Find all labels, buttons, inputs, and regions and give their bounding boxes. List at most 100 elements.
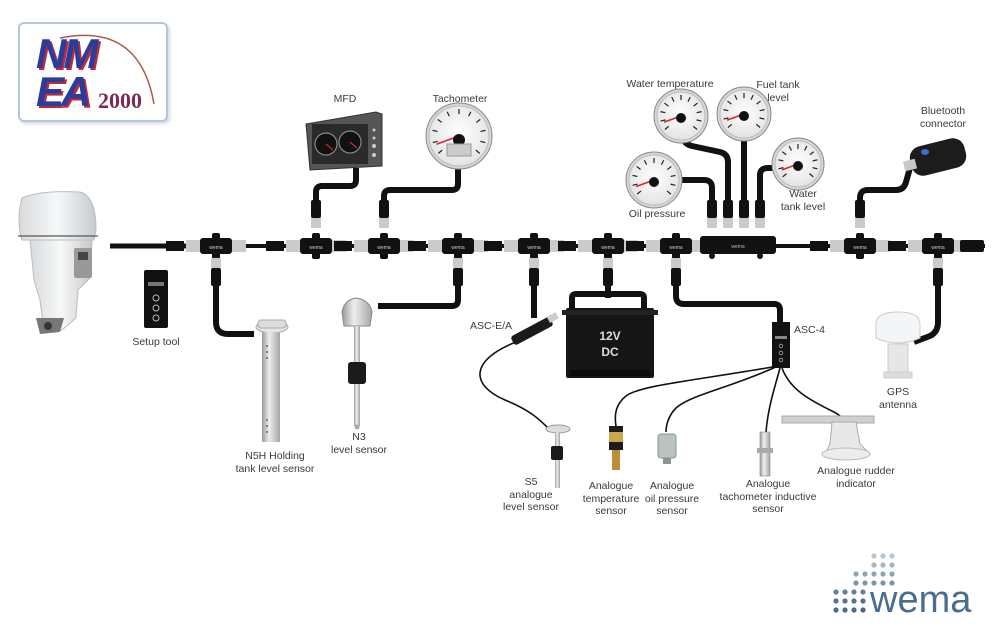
wema-logo-dots [833, 553, 895, 613]
fuel-tank-gauge [716, 86, 772, 142]
label-s5-sensor: S5 analogue level sensor [502, 476, 560, 513]
wema-dot [889, 553, 895, 559]
battery-device [562, 291, 658, 378]
wema-dot [889, 562, 895, 568]
cable-tachometer [381, 166, 461, 222]
label-tachometer: Tachometer [432, 93, 488, 105]
t-connector: wema [484, 233, 564, 259]
t-connector: wema [408, 233, 488, 259]
label-analogue-rudder-indicator: Analogue rudder indicator [817, 465, 895, 490]
nmea-logo-line2: EA [36, 68, 91, 115]
drop-connector-down [671, 258, 681, 286]
wema-logo-text: wema [870, 579, 972, 621]
label-analogue-temperature-sensor: Analogue temperature sensor [582, 480, 640, 517]
s5-sensor-device [545, 424, 571, 488]
drop-connector-down [453, 258, 463, 286]
connector-brand-text: wema [853, 245, 867, 251]
cable-asc4 [673, 272, 783, 322]
connector-brand-text: wema [377, 245, 391, 251]
wema-dot [833, 589, 839, 595]
drop-connector-down [211, 258, 221, 286]
label-setup-tool: Setup tool [132, 336, 180, 348]
asc-ea-device [511, 312, 559, 345]
drop-connector-up [739, 200, 749, 228]
wema-dot [889, 580, 895, 586]
wema-dot [842, 598, 848, 604]
tachometer-gauge [425, 102, 493, 170]
drop-connector-down [933, 258, 943, 286]
label-bluetooth-connector: Bluetooth connector [919, 105, 967, 130]
wema-dot [871, 553, 877, 559]
cable-water-tank [757, 165, 780, 222]
wema-dot [860, 607, 866, 613]
t-connector: wema [166, 233, 246, 259]
analogue-rudder-indicator-device [781, 415, 875, 461]
drop-connector-down [603, 258, 613, 286]
nmea-logo-2000: 2000 [98, 88, 142, 113]
label-analogue-oil-pressure-sensor: Analogue oil pressure sensor [644, 480, 700, 517]
label-mfd: MFD [333, 93, 357, 105]
wema-dot [833, 607, 839, 613]
wema-dot [880, 553, 886, 559]
connector-brand-text: wema [527, 245, 541, 251]
bluetooth-connector-device [902, 138, 967, 176]
label-asc4: ASC-4 [794, 324, 825, 336]
connector-brand-text: wema [209, 245, 223, 251]
drop-connector-up [379, 200, 389, 228]
wema-dot [880, 571, 886, 577]
terminator [960, 240, 984, 252]
setup-tool-device [144, 270, 168, 328]
label-n5h-sensor: N5H Holding tank level sensor [235, 450, 315, 475]
label-water-temperature: Water temperature [626, 78, 714, 90]
analogue-oil-pressure-sensor-device [657, 433, 677, 464]
connector-brand-text: wema [669, 245, 683, 251]
wema-dot [862, 571, 868, 577]
wema-dot [880, 580, 886, 586]
wema-dot [853, 580, 859, 586]
asc4-device [772, 322, 790, 368]
wema-dot [880, 562, 886, 568]
gps-antenna-device [875, 311, 921, 379]
connector-brand-text: wema [309, 245, 323, 251]
label-gps-antenna: GPS antenna [879, 386, 917, 411]
label-analogue-tachometer-sensor: Analogue tachometer inductive sensor [719, 478, 817, 515]
battery-label-line2: DC [601, 345, 619, 359]
gauges [425, 86, 825, 209]
label-water-tank-level: Water tank level [780, 188, 826, 213]
multi-port-connector: wema [700, 236, 776, 259]
water-tank-gauge [771, 137, 825, 191]
battery-label-line1: 12V [599, 329, 620, 343]
nmea-2000-logo: NM EA 2000 [18, 22, 168, 122]
cable-mfd [313, 168, 359, 222]
wema-dot [842, 607, 848, 613]
connector-brand-text: wema [731, 244, 745, 250]
cable-n5h [213, 272, 254, 337]
label-oil-pressure: Oil pressure [628, 208, 686, 220]
water-temperature-gauge [653, 88, 709, 144]
wema-dot [871, 580, 877, 586]
drop-connector-up [707, 200, 717, 228]
cable-gps [912, 272, 941, 345]
t-connector: wema [334, 233, 414, 259]
wema-dot [860, 598, 866, 604]
analogue-wires [479, 341, 845, 433]
drop-connector-up [855, 200, 865, 228]
oil-pressure-gauge [625, 151, 683, 209]
wema-dot [860, 589, 866, 595]
wema-dot [851, 607, 857, 613]
analogue-temperature-sensor-device [609, 426, 623, 470]
t-connector: wema [626, 233, 706, 259]
cable-oil-pressure [682, 177, 715, 222]
wema-dot [871, 562, 877, 568]
wema-dot [853, 571, 859, 577]
drop-connector-up [755, 200, 765, 228]
n3-sensor-device [341, 297, 373, 430]
connector-brand-text: wema [601, 245, 615, 251]
wema-dot [851, 589, 857, 595]
cable-n3 [378, 272, 461, 309]
label-fuel-tank-level: Fuel tank level [756, 79, 800, 104]
label-n3-sensor: N3 level sensor [330, 431, 388, 456]
analogue-tachometer-sensor-device [757, 431, 773, 477]
drop-connector-down [529, 258, 539, 286]
